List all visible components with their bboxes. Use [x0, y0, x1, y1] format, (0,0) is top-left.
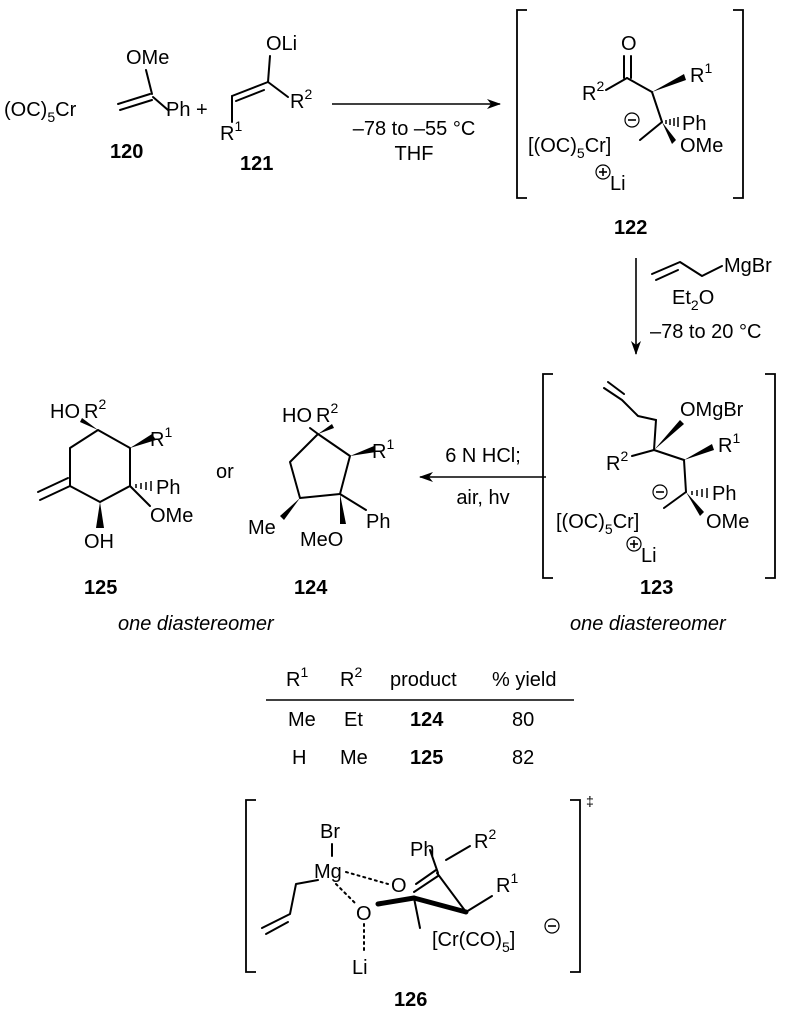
compound-122: O R2 R1 Ph OMe [(OC)5Cr] Li 122: [516, 9, 744, 239]
c125-hash-ph: [135, 481, 152, 491]
svg-text:R2: R2: [606, 448, 628, 475]
svg-text:R2: R2: [290, 86, 312, 113]
c120-number: 120: [110, 141, 143, 163]
step2-reagent: MgBr: [724, 255, 772, 277]
svg-text:[Cr(CO)5]: [Cr(CO)5]: [432, 929, 515, 955]
results-table: R1 R2 product % yield Me Et 124 80 H Me …: [266, 664, 574, 769]
compound-121: OLi R2 R1 121: [220, 33, 312, 175]
table-header-yield: % yield: [492, 669, 556, 691]
c121-oli-label: OLi: [266, 33, 297, 55]
c124-ho-label: HO: [282, 405, 312, 427]
c126-o-upper: O: [391, 875, 407, 897]
or-label: or: [216, 461, 234, 483]
diastereomer-label-right: one diastereomer: [570, 613, 727, 635]
svg-text:R1: R1: [150, 424, 172, 451]
svg-text:R1: R1: [718, 430, 740, 457]
c122-ome-label: OMe: [680, 135, 723, 157]
step3-conditions-light: air, hv: [456, 487, 509, 509]
c121-number: 121: [240, 153, 273, 175]
c126-dagger: ‡: [586, 793, 594, 809]
svg-text:R1: R1: [496, 870, 518, 897]
svg-text:H: H: [292, 747, 306, 769]
step2-temp: –78 to 20 °C: [650, 321, 761, 343]
c122-o-label: O: [621, 33, 637, 55]
step1-conditions-solvent: THF: [395, 143, 434, 165]
c125-number: 125: [84, 577, 117, 599]
plus-sign: +: [196, 99, 208, 121]
arrow-step2: MgBr Et2O –78 to 20 °C: [631, 255, 772, 355]
c122-bracket-left: [516, 9, 527, 199]
svg-text:R2: R2: [474, 826, 496, 853]
table-header-r2: R2: [340, 664, 362, 691]
svg-text:Et: Et: [344, 709, 363, 731]
c123-li-label: Li: [641, 545, 657, 567]
c125-oh-label: OH: [84, 531, 114, 553]
c125-ho-label: HO: [50, 401, 80, 423]
c120-ome-label: OMe: [126, 47, 169, 69]
table-header-row: R1 R2 product % yield: [286, 664, 556, 691]
c120-oc-label: (OC): [4, 99, 47, 121]
c120-ph-label: Ph: [166, 99, 190, 121]
c126-cr-label: [Cr(CO): [432, 929, 502, 951]
c126-o-lower: O: [356, 903, 372, 925]
svg-text:82: 82: [512, 747, 534, 769]
svg-text:R1: R1: [690, 60, 712, 87]
svg-text:(OC)5Cr: (OC)5Cr: [4, 99, 77, 125]
svg-text:Me: Me: [288, 709, 316, 731]
transition-state-126: ‡ Br Mg O O Li Ph R2 R1 [Cr(CO)5] 126: [245, 793, 594, 1011]
c125-ome-label: OMe: [150, 505, 193, 527]
c126-mg-label: Mg: [314, 861, 342, 883]
svg-text:[(OC)5Cr]: [(OC)5Cr]: [556, 511, 639, 537]
c122-number: 122: [614, 217, 647, 239]
svg-text:125: 125: [410, 747, 443, 769]
c124-ph-label: Ph: [366, 511, 390, 533]
c126-li-label: Li: [352, 957, 368, 979]
c122-bracket-right: [733, 9, 744, 199]
c126-ph-label: Ph: [410, 839, 434, 861]
svg-text:[(OC)5Cr]: [(OC)5Cr]: [528, 135, 611, 161]
c122-li-label: Li: [610, 173, 626, 195]
step2-solvent: Et: [672, 287, 691, 309]
diastereomer-label-left: one diastereomer: [118, 613, 275, 635]
table-header-r1: R1: [286, 664, 308, 691]
c123-bracket-right: [765, 373, 776, 579]
table-row: Me Et 124 80: [288, 709, 534, 731]
svg-text:124: 124: [410, 709, 444, 731]
c123-number: 123: [640, 577, 673, 599]
svg-text:R2: R2: [582, 78, 604, 105]
c123-ph-label: Ph: [712, 483, 736, 505]
svg-text:80: 80: [512, 709, 534, 731]
c122-ph-label: Ph: [682, 113, 706, 135]
step1-conditions-temp: –78 to –55 °C: [353, 118, 476, 140]
arrow-step1: –78 to –55 °C THF: [332, 99, 501, 165]
c123-ombgr-label: OMgBr: [680, 399, 744, 421]
svg-text:R1: R1: [220, 118, 242, 145]
c125-ph-label: Ph: [156, 477, 180, 499]
arrow-step3: 6 N HCl; air, hv: [419, 445, 546, 509]
step3-conditions-acid: 6 N HCl;: [445, 445, 521, 467]
c126-number: 126: [394, 989, 427, 1011]
c124-me-label: Me: [248, 517, 276, 539]
table-header-product: product: [390, 669, 457, 691]
c124-meo-label: MeO: [300, 529, 343, 551]
c126-bracket-right: [570, 799, 581, 973]
table-row: H Me 125 82: [292, 747, 534, 769]
c126-bracket-left: [245, 799, 256, 973]
svg-text:R1: R1: [372, 436, 394, 463]
svg-text:Et2O: Et2O: [672, 287, 714, 313]
svg-text:Me: Me: [340, 747, 368, 769]
c123-ome-label: OMe: [706, 511, 749, 533]
c122-hash-ph: [665, 117, 679, 127]
compound-123: OMgBr R2 R1 Ph OMe [(OC)5Cr] Li 123: [542, 373, 776, 599]
c124-number: 124: [294, 577, 328, 599]
c126-br-label: Br: [320, 821, 340, 843]
c123-hash-ph: [691, 488, 708, 498]
compound-120: OMe (OC)5Cr Ph 120: [4, 47, 190, 163]
c123-bracket-left: [542, 373, 553, 579]
